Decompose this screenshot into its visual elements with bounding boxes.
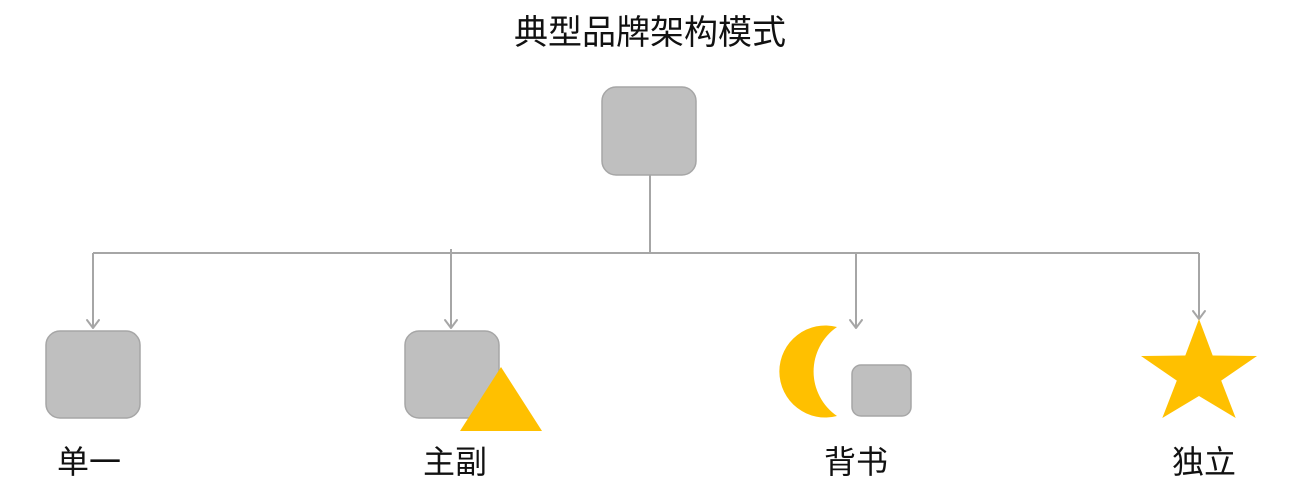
arrow-head-icon [849,319,863,329]
node-endorsed: 背书 [779,325,912,481]
crescent-moon-icon [779,325,837,418]
node-label-single: 单一 [57,443,121,481]
node-single: 单一 [45,330,141,481]
node-label-master-sub: 主副 [423,443,487,481]
triangle-icon [460,367,542,431]
node-label-independent: 独立 [1172,443,1236,481]
node-label-endorsed: 背书 [824,443,888,481]
node-independent: 独立 [1141,319,1257,481]
star-icon [1141,319,1257,418]
connector-lines [86,175,1206,329]
root-brand-box [601,86,697,176]
gray-square-icon [851,364,912,417]
diagram-title: 典型品牌架构模式 [514,13,786,53]
arrow-head-icon [86,319,100,329]
gray-square-icon [45,330,141,419]
node-master-sub: 主副 [404,330,542,481]
arrow-head-icon [444,319,458,329]
